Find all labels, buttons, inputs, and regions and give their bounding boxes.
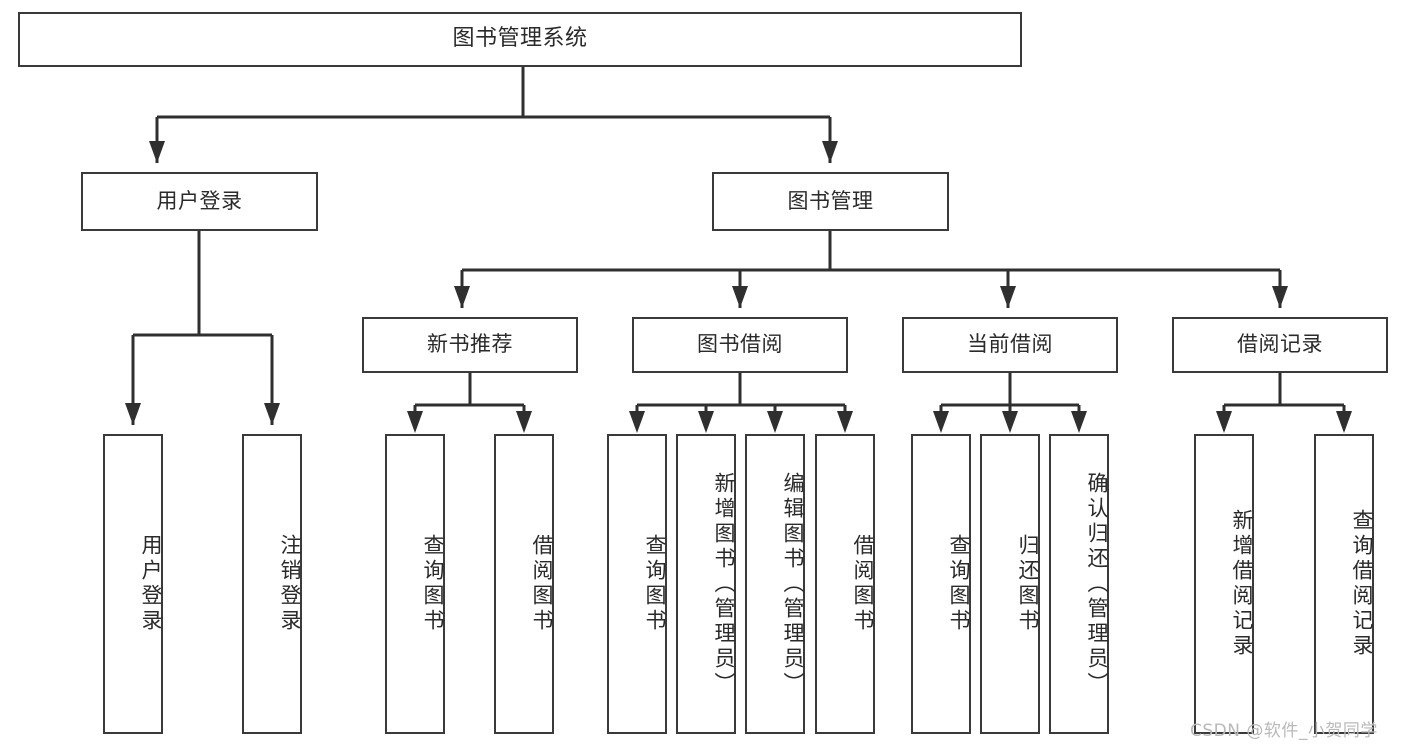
arrowheads [125,141,1352,433]
arrow-new-book [454,286,470,308]
node-borrow-record-label: 借阅记录 [1237,332,1323,357]
node-book-management-label: 图书管理 [787,188,874,213]
leaf-book-borrow-edit-label: 编辑图书（管理员） [781,471,805,697]
arrow-leaf-book-borrow-3 [837,411,853,433]
leaf-book-borrow-add[interactable]: 新增图书（管理员） [676,434,736,734]
leaf-book-borrow-query[interactable]: 查询图书 [607,434,667,734]
leaf-user-login-login[interactable]: 用户登录 [103,434,163,734]
arrow-leaf-user-login-1 [264,403,280,425]
leaf-current-borrow-query[interactable]: 查询图书 [911,434,971,734]
leaf-current-borrow-return-label: 归还图书 [1016,534,1040,634]
arrow-book-borrow [732,286,748,308]
leaf-user-login-logout[interactable]: 注销登录 [242,434,302,734]
leaf-current-borrow-confirm[interactable]: 确认归还（管理员） [1049,434,1109,734]
arrow-leaf-book-borrow-1 [698,411,714,433]
arrow-user-login [149,141,165,163]
csdn-watermark: CSDN @软件_小贺同学 [1190,721,1378,741]
arrow-leaf-current-borrow-0 [933,411,949,433]
node-new-book-recommend-label: 新书推荐 [427,332,513,357]
leaf-new-book-query[interactable]: 查询图书 [385,434,445,734]
arrow-leaf-borrow-record-1 [1336,411,1352,433]
arrow-current-borrow [1000,286,1016,308]
node-borrow-record[interactable]: 借阅记录 [1172,317,1388,373]
arrow-leaf-user-login-0 [125,403,141,425]
leaf-current-borrow-confirm-label: 确认归还（管理员） [1085,471,1109,697]
node-user-login[interactable]: 用户登录 [81,172,318,231]
node-root-label: 图书管理系统 [452,26,588,52]
arrow-leaf-new-book-0 [407,411,423,433]
arrow-leaf-book-borrow-0 [629,411,645,433]
leaf-book-borrow-edit[interactable]: 编辑图书（管理员） [745,434,805,734]
leaf-borrow-record-add-label: 新增借阅记录 [1230,509,1254,659]
node-root[interactable]: 图书管理系统 [18,12,1022,67]
leaf-new-book-borrow-label: 借阅图书 [530,534,554,634]
node-book-borrow-label: 图书借阅 [697,332,783,357]
leaf-current-borrow-query-label: 查询图书 [947,534,971,634]
arrow-leaf-current-borrow-1 [1002,411,1018,433]
arrow-leaf-new-book-1 [516,411,532,433]
leaf-new-book-query-label: 查询图书 [421,534,445,634]
node-new-book-recommend[interactable]: 新书推荐 [362,317,578,373]
leaf-borrow-record-query[interactable]: 查询借阅记录 [1314,434,1374,734]
arrow-leaf-borrow-record-0 [1216,411,1232,433]
leaf-book-borrow-add-label: 新增图书（管理员） [712,471,736,697]
node-book-management[interactable]: 图书管理 [712,172,949,231]
node-user-login-label: 用户登录 [156,188,243,213]
leaf-book-borrow-borrow[interactable]: 借阅图书 [815,434,875,734]
arrow-borrow-record [1272,286,1288,308]
leaf-borrow-record-query-label: 查询借阅记录 [1350,509,1374,659]
leaf-borrow-record-add[interactable]: 新增借阅记录 [1194,434,1254,734]
arrow-leaf-book-borrow-2 [767,411,783,433]
leaf-current-borrow-return[interactable]: 归还图书 [980,434,1040,734]
node-book-borrow[interactable]: 图书借阅 [632,317,848,373]
arrow-book-manage [822,141,838,163]
node-current-borrow[interactable]: 当前借阅 [902,317,1118,373]
leaf-new-book-borrow[interactable]: 借阅图书 [494,434,554,734]
node-current-borrow-label: 当前借阅 [967,332,1053,357]
leaf-book-borrow-query-label: 查询图书 [643,534,667,634]
leaf-user-login-logout-label: 注销登录 [278,534,302,634]
leaf-user-login-login-label: 用户登录 [139,534,163,634]
arrow-leaf-current-borrow-2 [1071,411,1087,433]
leaf-book-borrow-borrow-label: 借阅图书 [851,534,875,634]
